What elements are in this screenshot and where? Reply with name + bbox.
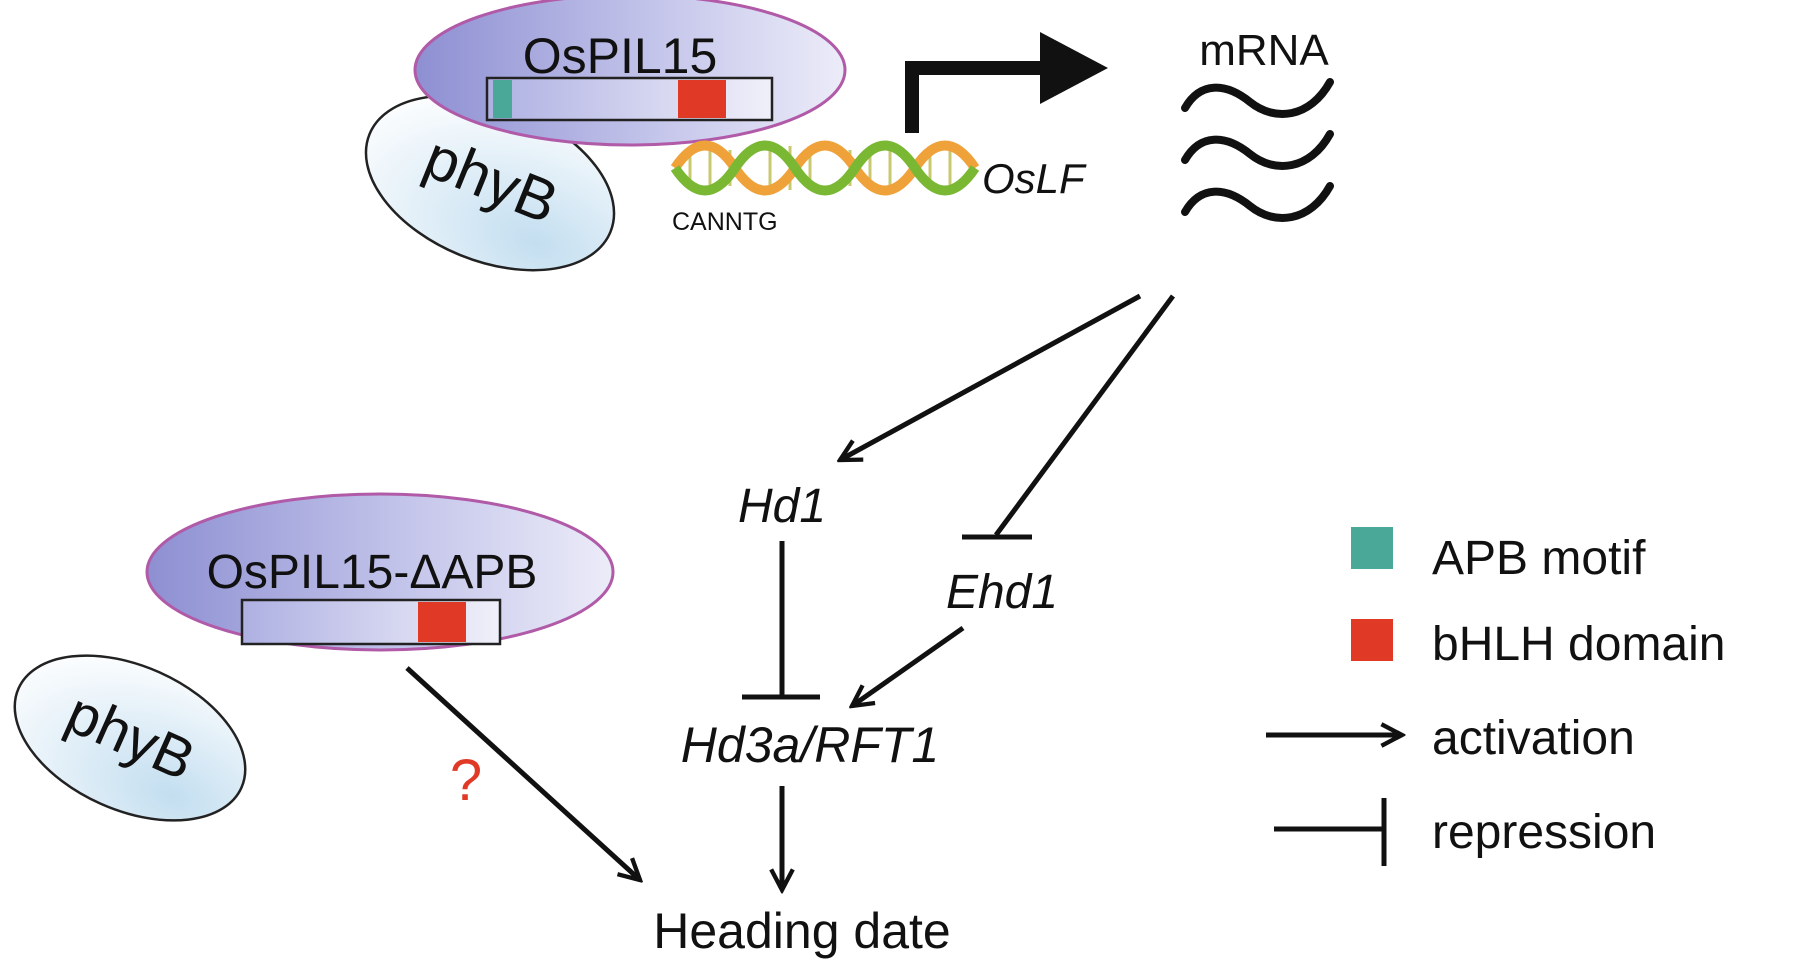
legend-repression-label: repression [1432, 806, 1656, 859]
legend: APB motif bHLH domain activation repress… [1266, 527, 1725, 866]
bhlh-domain-block [678, 80, 726, 118]
ospil15-protein: OsPIL15 [413, 0, 847, 147]
edge-deltaapb-to-heading [405, 666, 640, 880]
legend-bhlh-label: bHLH domain [1432, 618, 1725, 671]
ehd1-label: Ehd1 [946, 566, 1058, 619]
dna-helix [670, 140, 980, 196]
promoter-motif-label: CANNTG [672, 208, 778, 236]
phyb-bottom: phyB [13, 654, 247, 822]
apb-motif-block [493, 80, 512, 118]
transcription-start-arrow [905, 32, 1108, 133]
ospil15-deltaapb-label: OsPIL15-ΔAPB [207, 546, 538, 599]
mrna-label: mRNA [1199, 26, 1329, 75]
edge-mrna-to-hd1 [840, 293, 1142, 460]
legend-repression-symbol [1274, 798, 1387, 866]
legend-activation-label: activation [1432, 712, 1635, 765]
legend-bhlh-swatch [1351, 619, 1393, 661]
heading-date-label: Heading date [653, 903, 950, 959]
legend-apb-label: APB motif [1432, 532, 1646, 585]
legend-apb-swatch [1351, 527, 1393, 569]
hd1-label: Hd1 [738, 480, 826, 533]
ospil15-label: OsPIL15 [523, 28, 718, 84]
target-gene-label: OsLF [982, 155, 1087, 202]
deltaapb-domain-bar [240, 598, 502, 646]
ospil15-domain-bar [485, 76, 774, 122]
ospil15-deltaapb-protein: OsPIL15-ΔAPB [145, 492, 615, 652]
edge-hd1-to-hd3a [742, 541, 820, 700]
edge-ehd1-to-hd3a [852, 625, 965, 706]
bhlh-domain-block [418, 602, 466, 642]
question-mark: ? [450, 748, 482, 813]
edge-mrna-to-ehd1 [962, 294, 1176, 540]
hd3a-rft1-label: Hd3a/RFT1 [681, 717, 939, 773]
mrna-squiggles [1181, 78, 1334, 222]
